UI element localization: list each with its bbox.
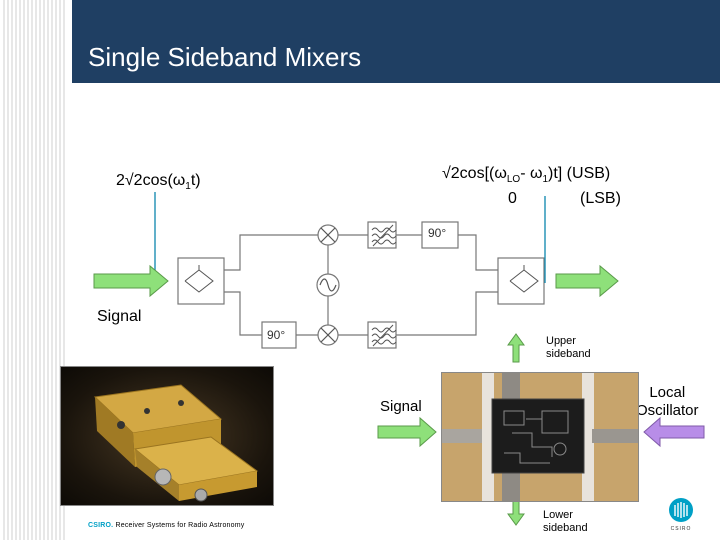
output-hybrid [497,257,545,305]
lo-arrow [643,416,705,448]
signal-label-right: Signal [380,398,422,415]
output-lsb: (LSB) [580,190,621,207]
input-90-box [261,321,297,349]
output-arrow [555,264,619,298]
decorative-lines [3,0,65,540]
mixer-modules-photo [60,366,274,506]
footer-brand: CSIRO. [88,522,114,529]
mixer-chip-image [442,373,638,501]
lower-sideband-arrow [507,496,525,526]
slide-title: Single Sideband Mixers [88,42,362,72]
local-oscillator-label: Local Oscillator [636,384,699,419]
lo-left-label: 2√2cos(ω1t) [116,172,201,193]
input-hybrid [177,257,225,305]
title-bar [72,0,720,83]
lower-sideband-label: Lower sideband [543,509,588,534]
hybrid-90-top: 90° [428,226,447,240]
upper-sideband-arrow [507,333,525,363]
mixer-chip-photo [441,372,639,502]
upper-sideband-label: Upper sideband [546,335,591,360]
signal-label-left: Signal [97,308,142,325]
footer-text: Receiver Systems for Radio Astronomy [115,522,245,529]
mixer-modules-image [93,384,259,502]
csiro-logo-icon [669,498,693,522]
hybrid-90-bottom: 90° [267,328,286,342]
footer: CSIRO. Receiver Systems for Radio Astron… [88,522,244,529]
output-label-line1: √2cos[(ωLO- ω1)t] (USB) [442,165,611,186]
signal-arrow [377,416,437,448]
csiro-logo: CSIRO [667,496,695,536]
input-arrow [93,264,169,298]
output-90-box [421,221,459,249]
logo-text: CSIRO [670,526,692,532]
output-zero: 0 [508,190,517,207]
